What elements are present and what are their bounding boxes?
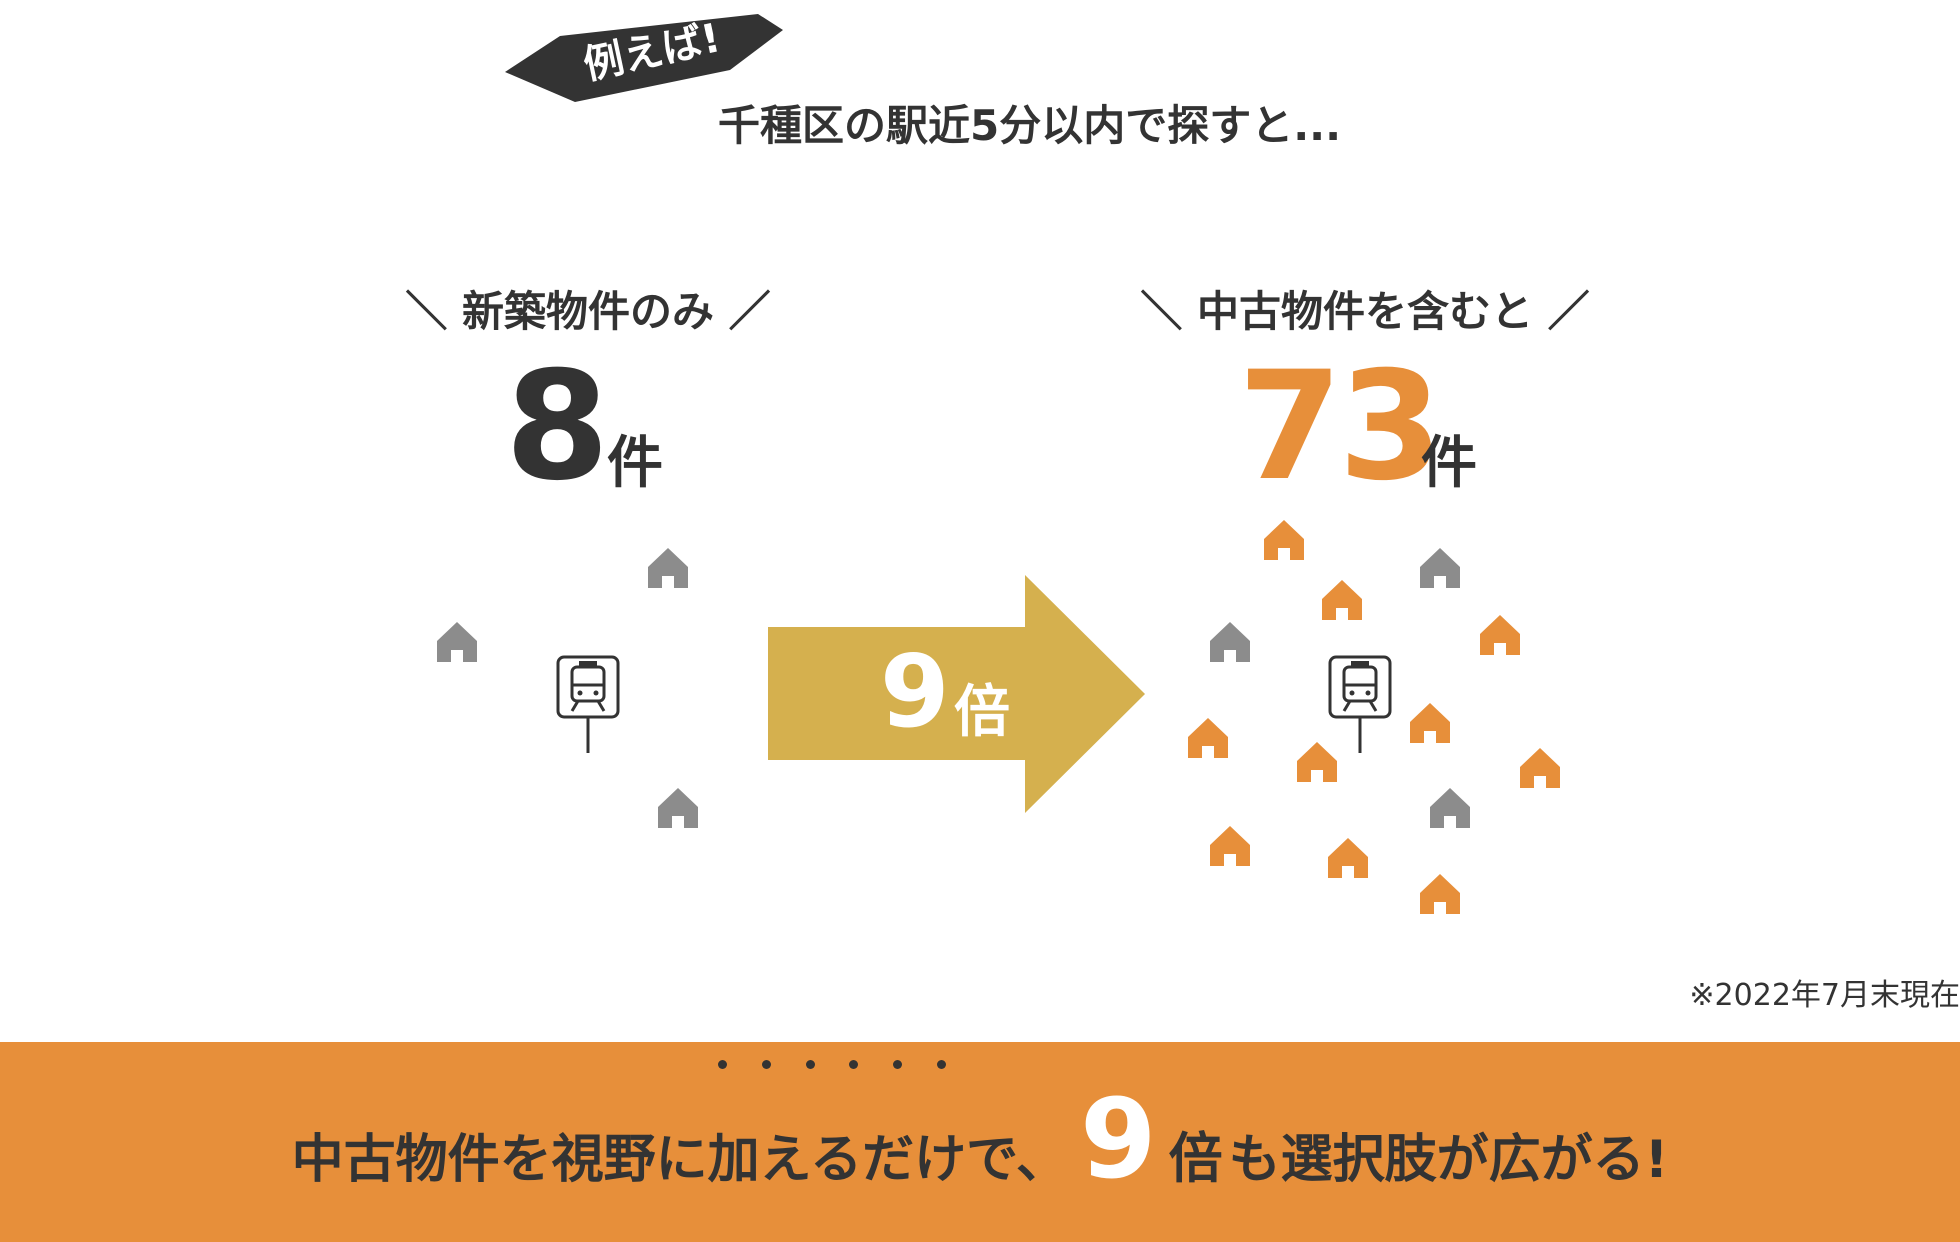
emphasis-dot (936, 1060, 946, 1069)
conclusion-prefix: 中古物件を視野に加えるだけで、 (291, 1130, 1069, 1190)
house-icon (658, 788, 698, 828)
house-icon (1297, 742, 1337, 782)
conclusion-suffix: も選択肢が広がる! (1228, 1130, 1669, 1190)
house-icon (1430, 788, 1470, 828)
house-icon (1210, 622, 1250, 662)
house-icon (648, 548, 688, 588)
house-icon (1328, 838, 1368, 878)
station-sign-icon (556, 655, 620, 755)
badge-shape (505, 14, 783, 102)
house-icon (1322, 580, 1362, 620)
emphasis-dot (718, 1060, 727, 1069)
arrow-multiplier-unit: 倍 (954, 680, 1010, 745)
count-new-unit: 件 (607, 431, 663, 496)
house-icon (1420, 548, 1460, 588)
caption-new-only: ＼ 新築物件のみ ／ (405, 287, 771, 336)
house-icon (1480, 615, 1520, 655)
house-icon (1420, 874, 1460, 914)
date-note: ※2022年7月末現在 (1689, 978, 1960, 1013)
emphasis-dot (761, 1060, 771, 1069)
house-icon (1410, 703, 1450, 743)
count-new: 8 (505, 340, 609, 514)
count-total-unit: 件 (1421, 431, 1477, 496)
house-icon (437, 622, 477, 662)
emphasis-dot (893, 1060, 903, 1069)
station-sign-icon (1328, 655, 1392, 755)
intro-text: 千種区の駅近5分以内で探すと... (718, 101, 1342, 150)
emphasis-dot (849, 1060, 859, 1069)
count-total: 73 (1238, 340, 1443, 514)
arrow-multiplier: 9 (880, 633, 950, 750)
house-icon (1188, 718, 1228, 758)
conclusion-number: 9 (1080, 1075, 1157, 1203)
house-icon (1520, 748, 1560, 788)
emphasis-dot (805, 1060, 815, 1069)
multiplier-arrow (768, 575, 1145, 813)
conclusion-unit: 倍 (1168, 1127, 1223, 1190)
house-icon (1210, 826, 1250, 866)
caption-including-used: ＼ 中古物件を含むと ／ (1140, 287, 1590, 336)
house-icon (1264, 520, 1304, 560)
emphasis-dots (718, 1060, 946, 1080)
